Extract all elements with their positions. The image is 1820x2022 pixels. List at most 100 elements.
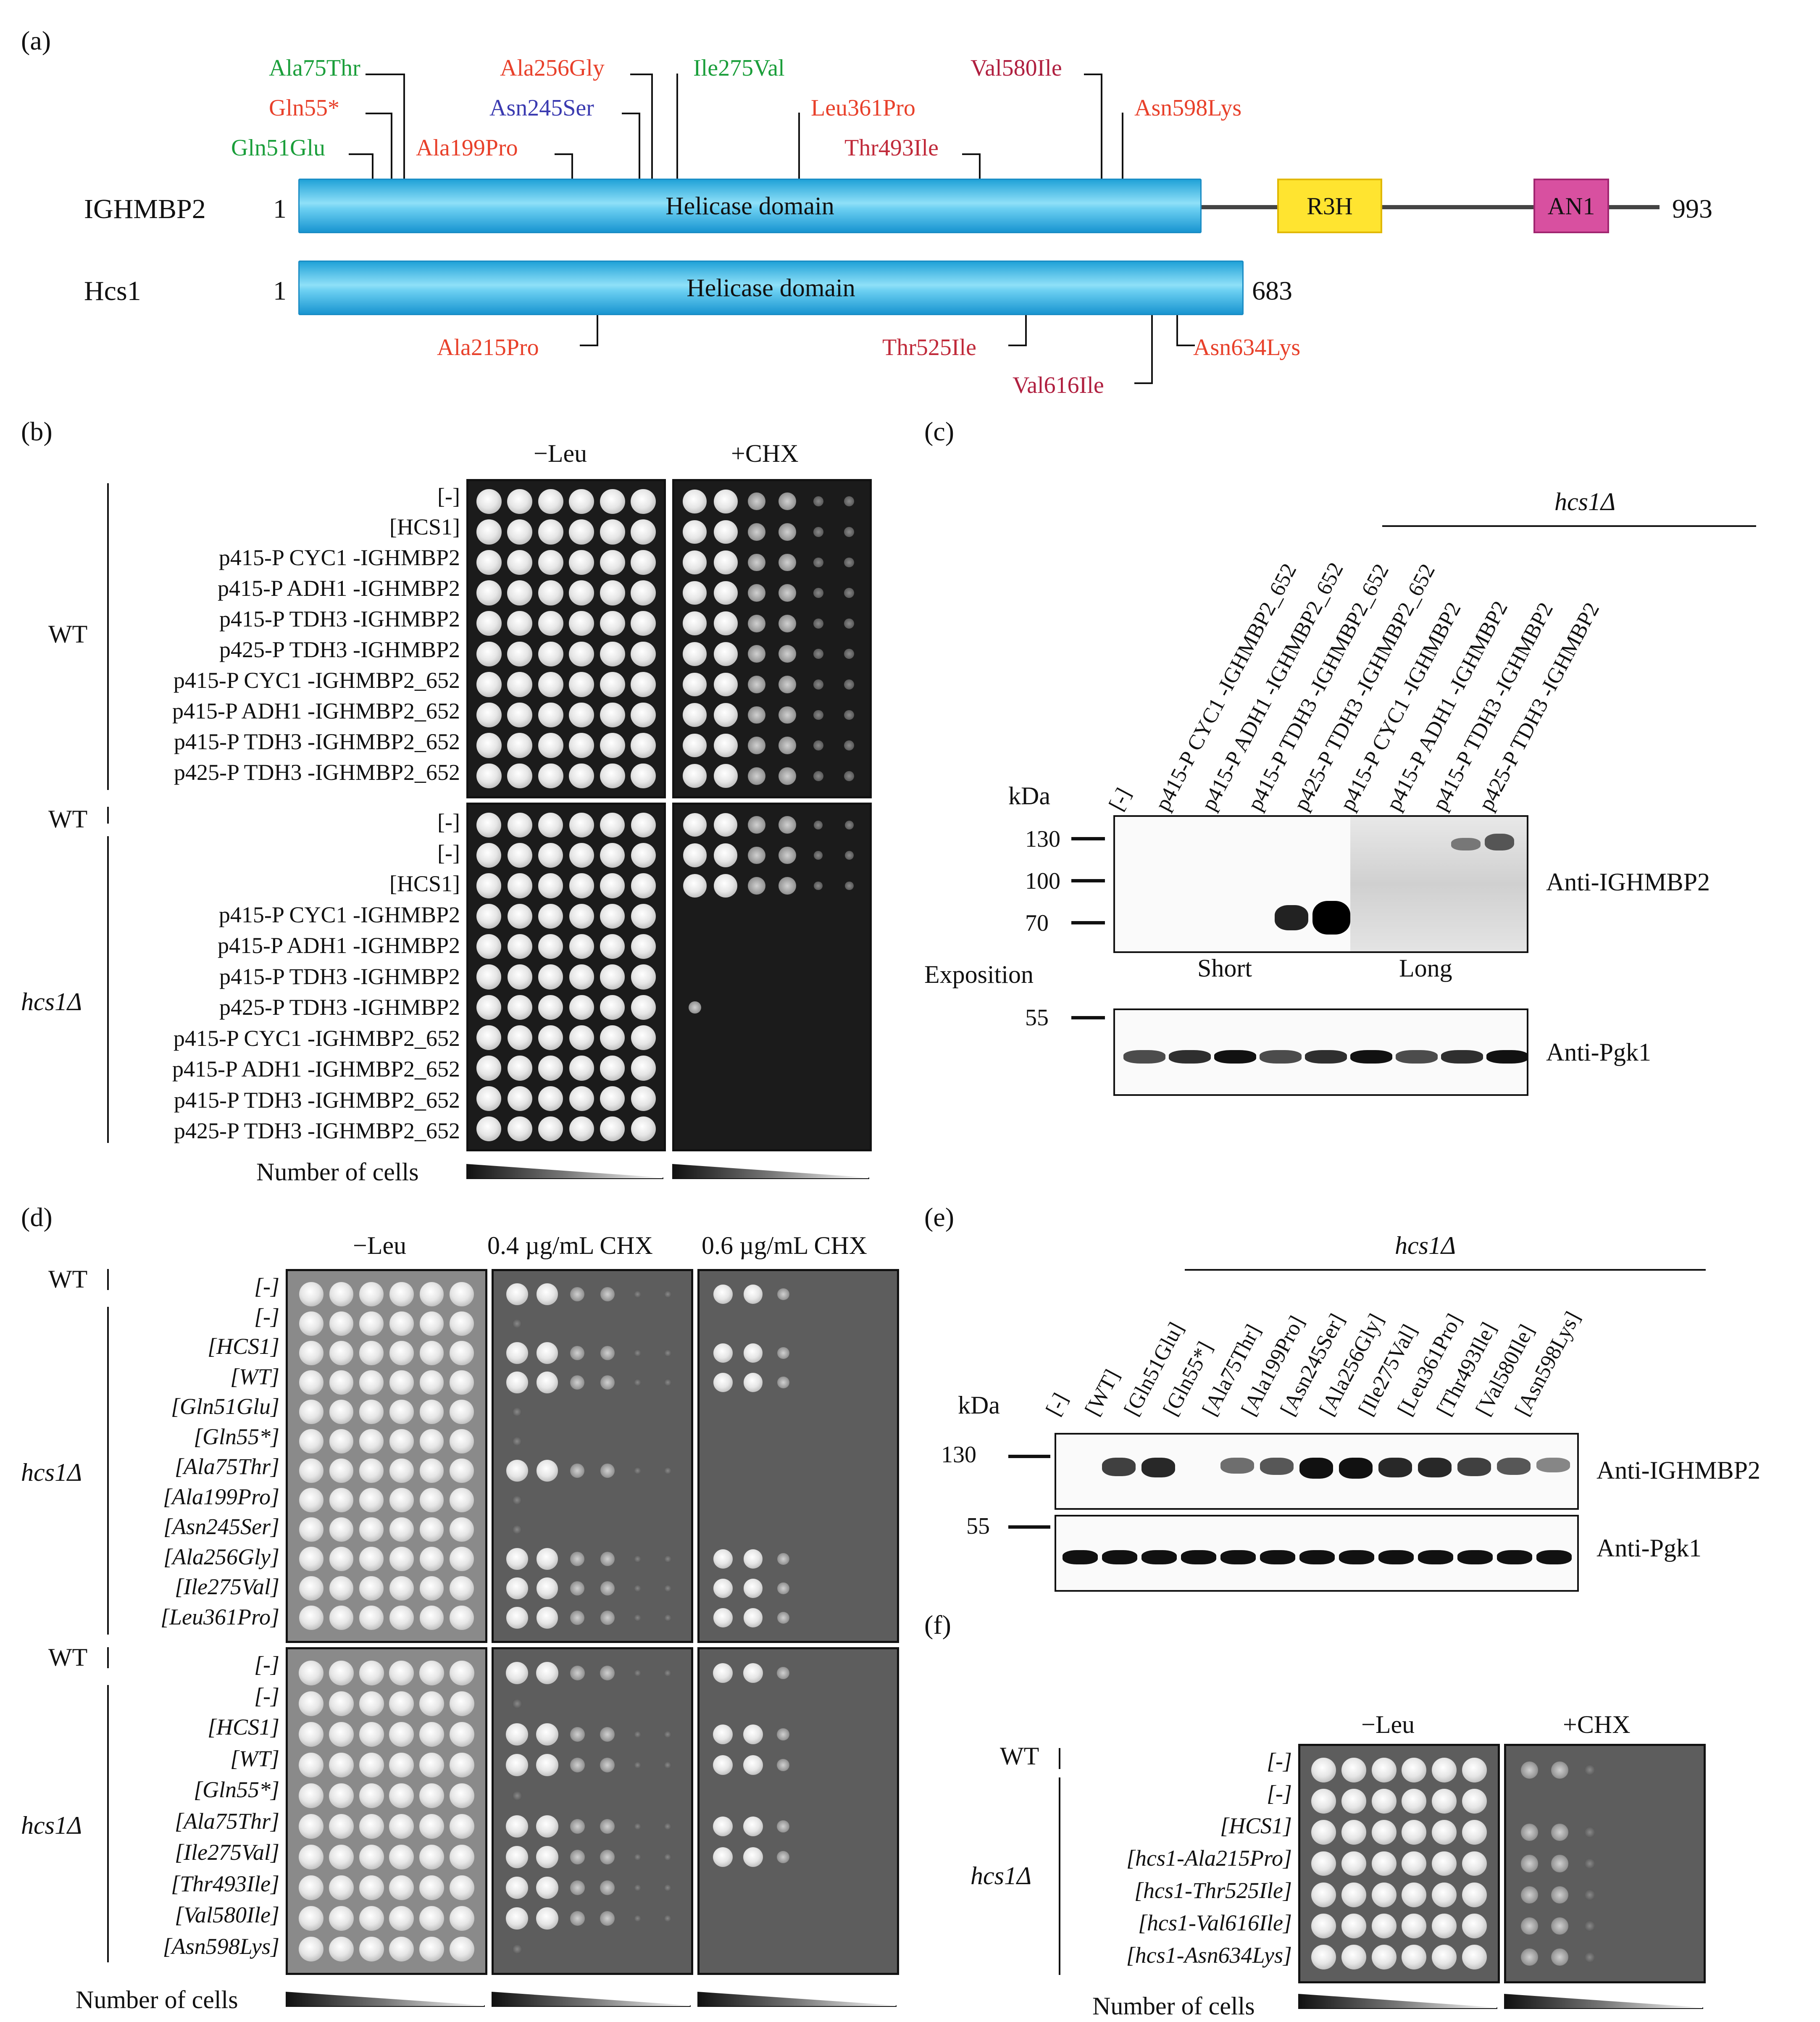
colony-spot (536, 1815, 558, 1838)
colony-spot (1584, 1889, 1596, 1901)
colony-spot (419, 1722, 444, 1747)
colony-spot (600, 812, 625, 837)
colony-spot (600, 1116, 625, 1142)
colony-spot (777, 1728, 789, 1741)
colony-spot (329, 1341, 354, 1365)
e-anti-ighmbp2: Anti-IGHMBP2 (1596, 1456, 1761, 1484)
colony-spot (844, 527, 855, 537)
colony-spot (507, 1056, 532, 1081)
colony-spot (569, 964, 594, 990)
colony-spot (299, 1691, 324, 1716)
e-lane-label: [WT] (1080, 1365, 1125, 1420)
colony-spot (569, 489, 594, 514)
colony-spot (743, 1608, 763, 1627)
e-pgk1-band (1457, 1550, 1493, 1564)
colony-spot (538, 763, 563, 789)
mutation-leader-hook (630, 74, 653, 75)
colony-spot (329, 1937, 354, 1961)
colony-spot (538, 812, 563, 837)
colony-spot (359, 1547, 384, 1571)
colony-spot (747, 614, 765, 632)
colony-spot (389, 1517, 414, 1542)
colony-spot (570, 1819, 585, 1834)
colony-spot (778, 767, 797, 785)
colony-spot (536, 1577, 558, 1599)
colony-spot (506, 1577, 528, 1599)
colony-spot (536, 1460, 558, 1482)
colony-spot (683, 703, 707, 727)
colony-spot (778, 614, 797, 632)
c-marker-label: 130 (1025, 826, 1060, 852)
colony-spot (450, 1488, 474, 1512)
c-blot-pgk1 (1113, 1008, 1528, 1096)
c-pgk1-band (1396, 1050, 1438, 1064)
colony-spot (713, 1549, 733, 1569)
colony-spot (389, 1783, 414, 1808)
colony-spot (506, 1815, 529, 1838)
colony-spot (683, 581, 707, 605)
colony-spot (569, 995, 594, 1020)
colony-spot (778, 676, 797, 693)
colony-spot (631, 519, 656, 545)
colony-spot (813, 588, 823, 598)
e-ighmbp2-band (1339, 1458, 1373, 1479)
colony-spot (664, 1914, 671, 1922)
colony-spot (777, 1611, 789, 1624)
colony-spot (631, 934, 656, 959)
colony-spot (506, 1548, 528, 1570)
colony-spot (634, 1290, 642, 1298)
colony-spot (600, 1551, 615, 1567)
colony-spot (600, 672, 625, 697)
colony-spot (329, 1517, 354, 1542)
colony-spot (844, 618, 855, 629)
colony-spot (688, 1001, 701, 1014)
colony-spot (743, 1343, 763, 1363)
colony-spot (389, 1547, 414, 1571)
d-row-label-bottom: [Ala75Thr] (174, 1808, 279, 1834)
f-hcs: hcs1Δ (970, 1862, 1032, 1890)
mutation-leader-hook (1008, 345, 1027, 346)
colony-spot (813, 527, 823, 537)
colony-spot (449, 1937, 474, 1961)
colony-spot (570, 1551, 585, 1567)
colony-spot (419, 1311, 444, 1336)
colony-spot (778, 877, 796, 895)
colony-spot (1311, 1851, 1336, 1876)
colony-spot (1432, 1914, 1457, 1938)
colony-spot (359, 1282, 384, 1306)
c-pgk1-band (1169, 1050, 1211, 1064)
colony-spot (778, 553, 797, 571)
colony-spot (569, 1025, 594, 1050)
colony-spot (329, 1576, 354, 1601)
e-ighmbp2-band (1102, 1458, 1136, 1476)
colony-spot (329, 1488, 354, 1512)
b-row-label-top: p415-P TDH3 -IGHMBP2_652 (174, 729, 460, 754)
colony-spot (329, 1814, 354, 1839)
colony-spot (389, 1311, 414, 1336)
colony-spot (683, 611, 707, 635)
colony-spot (449, 1814, 474, 1839)
colony-spot (631, 995, 656, 1020)
colony-spot (600, 580, 625, 606)
c-pgk1-band (1350, 1050, 1392, 1064)
colony-spot (570, 1849, 585, 1865)
d-plate-06-bottom (697, 1647, 899, 1975)
colony-spot (419, 1517, 444, 1542)
colony-spot (664, 1669, 671, 1677)
colony-spot (713, 1579, 733, 1598)
colony-spot (743, 1724, 763, 1744)
mutation-leader-line (1176, 315, 1178, 345)
colony-spot (507, 733, 532, 758)
colony-spot (506, 1607, 528, 1629)
f-plate-chx (1504, 1744, 1706, 1983)
c-marker-tick (1071, 879, 1105, 882)
colony-spot (743, 1373, 763, 1392)
mutation-leader-line (1151, 315, 1153, 382)
colony-spot (631, 550, 656, 575)
colony-spot (634, 1761, 642, 1769)
colony-spot (713, 1755, 733, 1775)
colony-spot (1311, 1820, 1336, 1845)
colony-spot (713, 642, 738, 666)
colony-spot (844, 740, 855, 750)
c-pgk1-band (1123, 1050, 1165, 1064)
